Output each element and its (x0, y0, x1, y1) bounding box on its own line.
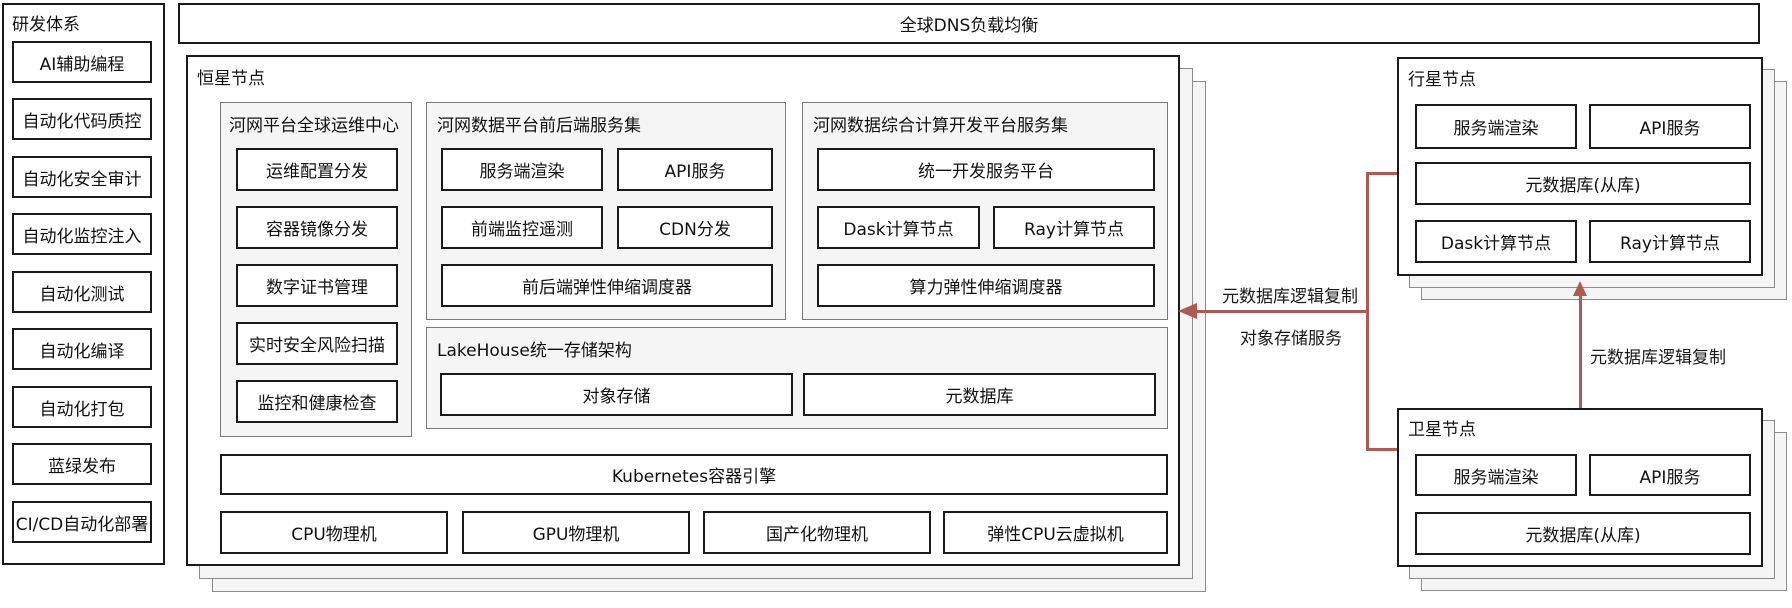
to-star-edge-shaft (1196, 310, 1368, 313)
web-item-api: API服务 (617, 148, 773, 191)
planet-item-ssr: 服务端渲染 (1415, 104, 1577, 149)
ops-item-config-dist: 运维配置分发 (236, 148, 398, 191)
satellite-item-ssr: 服务端渲染 (1415, 454, 1577, 496)
ops-center-title: 河网平台全球运维中心 (229, 116, 399, 136)
rnd-item-cicd-deploy: CI/CD自动化部署 (12, 501, 152, 543)
web-item-cdn: CDN分发 (617, 206, 773, 249)
rnd-item-monitor-inject: 自动化监控注入 (12, 213, 152, 255)
lakehouse-title: LakeHouse统一存储架构 (437, 341, 632, 361)
ops-item-cert-mgmt: 数字证书管理 (236, 264, 398, 307)
satellite-to-planet-edge-shaft (1579, 294, 1582, 408)
lakehouse-panel: LakeHouse统一存储架构 对象存储 元数据库 (426, 327, 1168, 429)
ops-item-risk-scan: 实时安全风险扫描 (236, 322, 398, 365)
to-star-arrowhead-icon (1178, 303, 1197, 319)
edge-label-object-storage-service: 对象存储服务 (1240, 329, 1342, 349)
star-node-group: 恒星节点 河网平台全球运维中心 运维配置分发 容器镜像分发 数字证书管理 实时安… (186, 55, 1180, 566)
edge-label-metadata-replication: 元数据库逻辑复制 (1222, 287, 1358, 307)
rnd-item-ai-coding: AI辅助编程 (12, 41, 152, 83)
satellite-item-api: API服务 (1589, 454, 1751, 496)
compute-item-dev-platform: 统一开发服务平台 (817, 148, 1155, 191)
global-dns-label: 全球DNS负载均衡 (899, 16, 1039, 36)
global-dns-bar: 全球DNS负载均衡 (178, 3, 1760, 44)
satellite-stub-edge (1366, 448, 1397, 451)
planet-node-title: 行星节点 (1408, 70, 1476, 90)
satellite-node-title: 卫星节点 (1408, 420, 1476, 440)
web-item-ssr: 服务端渲染 (441, 148, 603, 191)
web-services-title: 河网数据平台前后端服务集 (437, 116, 641, 136)
ops-item-health-check: 监控和健康检查 (236, 380, 398, 423)
satellite-item-metadata-replica: 元数据库(从库) (1415, 512, 1751, 555)
kubernetes-engine: Kubernetes容器引擎 (220, 454, 1168, 495)
lakehouse-object-storage: 对象存储 (440, 373, 793, 416)
compute-item-dask: Dask计算节点 (817, 206, 980, 249)
ops-item-image-dist: 容器镜像分发 (236, 206, 398, 249)
planet-item-dask: Dask计算节点 (1415, 220, 1577, 263)
compute-platform-panel: 河网数据综合计算开发平台服务集 统一开发服务平台 Dask计算节点 Ray计算节… (802, 102, 1168, 320)
edge-label-metadata-replication-up: 元数据库逻辑复制 (1590, 348, 1726, 368)
hw-elastic-cpu-vm: 弹性CPU云虚拟机 (943, 511, 1168, 554)
rnd-item-security-audit: 自动化安全审计 (12, 156, 152, 198)
ops-center-panel: 河网平台全球运维中心 运维配置分发 容器镜像分发 数字证书管理 实时安全风险扫描… (220, 102, 412, 437)
star-node-title: 恒星节点 (197, 69, 265, 89)
lakehouse-metadata-db: 元数据库 (803, 373, 1156, 416)
rnd-item-auto-compile: 自动化编译 (12, 328, 152, 370)
compute-item-ray: Ray计算节点 (993, 206, 1155, 249)
planet-item-api: API服务 (1589, 104, 1751, 149)
planet-item-ray: Ray计算节点 (1589, 220, 1751, 263)
hw-domestic-physical: 国产化物理机 (703, 511, 931, 554)
web-item-telemetry: 前端监控遥测 (441, 206, 603, 249)
planet-item-metadata-replica: 元数据库(从库) (1415, 162, 1751, 205)
planet-node-group: 行星节点 服务端渲染 API服务 元数据库(从库) Dask计算节点 Ray计算… (1397, 57, 1763, 276)
satellite-node-group: 卫星节点 服务端渲染 API服务 元数据库(从库) (1397, 408, 1763, 567)
hw-gpu-physical: GPU物理机 (462, 511, 690, 554)
compute-platform-title: 河网数据综合计算开发平台服务集 (813, 116, 1068, 136)
web-services-panel: 河网数据平台前后端服务集 服务端渲染 API服务 前端监控遥测 CDN分发 前后… (426, 102, 786, 320)
web-item-autoscaler: 前后端弹性伸缩调度器 (441, 264, 773, 307)
rnd-item-auto-test: 自动化测试 (12, 271, 152, 313)
rnd-item-code-quality: 自动化代码质控 (12, 98, 152, 140)
satellite-to-planet-arrowhead-icon (1573, 281, 1587, 296)
planet-stub-edge (1366, 172, 1397, 175)
rnd-system-title: 研发体系 (12, 15, 80, 35)
compute-item-autoscaler: 算力弹性伸缩调度器 (817, 264, 1155, 307)
rnd-item-blue-green: 蓝绿发布 (12, 443, 152, 485)
hw-cpu-physical: CPU物理机 (220, 511, 448, 554)
rnd-item-auto-package: 自动化打包 (12, 386, 152, 428)
